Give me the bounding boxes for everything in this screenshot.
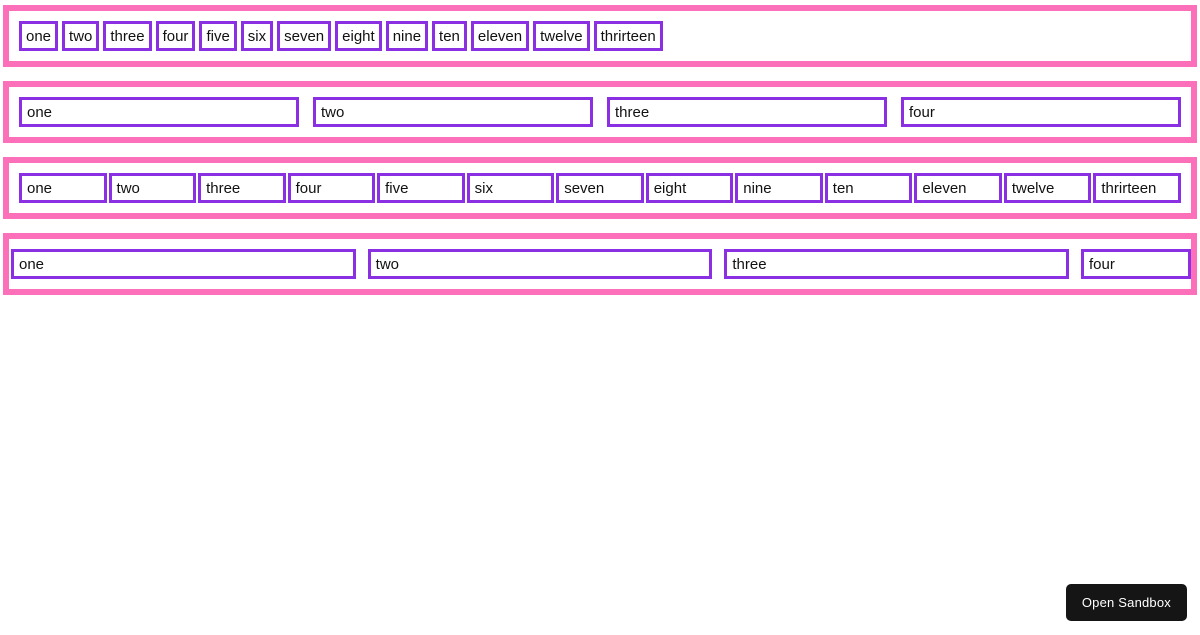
flex-item[interactable]: one [19,97,299,127]
flex-item[interactable]: four [155,21,196,51]
flex-item[interactable]: two [367,249,713,279]
flex-item[interactable]: seven [556,173,644,203]
flex-item[interactable]: eight [335,21,382,51]
flex-item[interactable]: eight [645,173,734,203]
flex-item[interactable]: five [199,21,237,51]
flex-item[interactable]: ten [824,173,913,203]
flex-item[interactable]: seven [277,21,332,51]
flex-item[interactable]: eleven [470,21,530,51]
flex-item[interactable]: two [313,97,593,127]
flex-item[interactable]: nine [385,21,429,51]
flex-item[interactable]: one [19,21,59,51]
flex-container-row-1: one two three four five six seven eight … [3,5,1197,67]
flex-item[interactable]: four [1081,249,1191,279]
flex-container-row-3: one two three four five six seven eight … [3,157,1197,219]
flex-item[interactable]: one [11,249,356,279]
flex-item[interactable]: twelve [533,21,590,51]
flex-item[interactable]: two [62,21,100,51]
flex-item[interactable]: four [901,97,1181,127]
flex-item[interactable]: two [108,173,197,203]
flex-container-row-4: one two three four [3,233,1197,295]
flex-item[interactable]: five [377,173,465,203]
flex-item[interactable]: nine [735,173,823,203]
flex-item[interactable]: four [287,173,376,203]
flex-item[interactable]: ten [432,21,467,51]
flex-item[interactable]: eleven [914,173,1002,203]
flex-item[interactable]: twelve [1003,173,1092,203]
flex-item[interactable]: three [103,21,152,51]
flex-container-row-2: one two three four [3,81,1197,143]
flex-item[interactable]: six [240,21,274,51]
flex-item[interactable]: thrirteen [593,21,663,51]
page-root: one two three four five six seven eight … [0,5,1200,635]
flex-item[interactable]: thrirteen [1093,173,1181,203]
flex-item[interactable]: three [724,249,1070,279]
open-sandbox-button[interactable]: Open Sandbox [1065,584,1187,621]
flex-item[interactable]: three [607,97,887,127]
flex-item[interactable]: six [466,173,555,203]
flex-item[interactable]: three [198,173,286,203]
flex-item[interactable]: one [19,173,107,203]
